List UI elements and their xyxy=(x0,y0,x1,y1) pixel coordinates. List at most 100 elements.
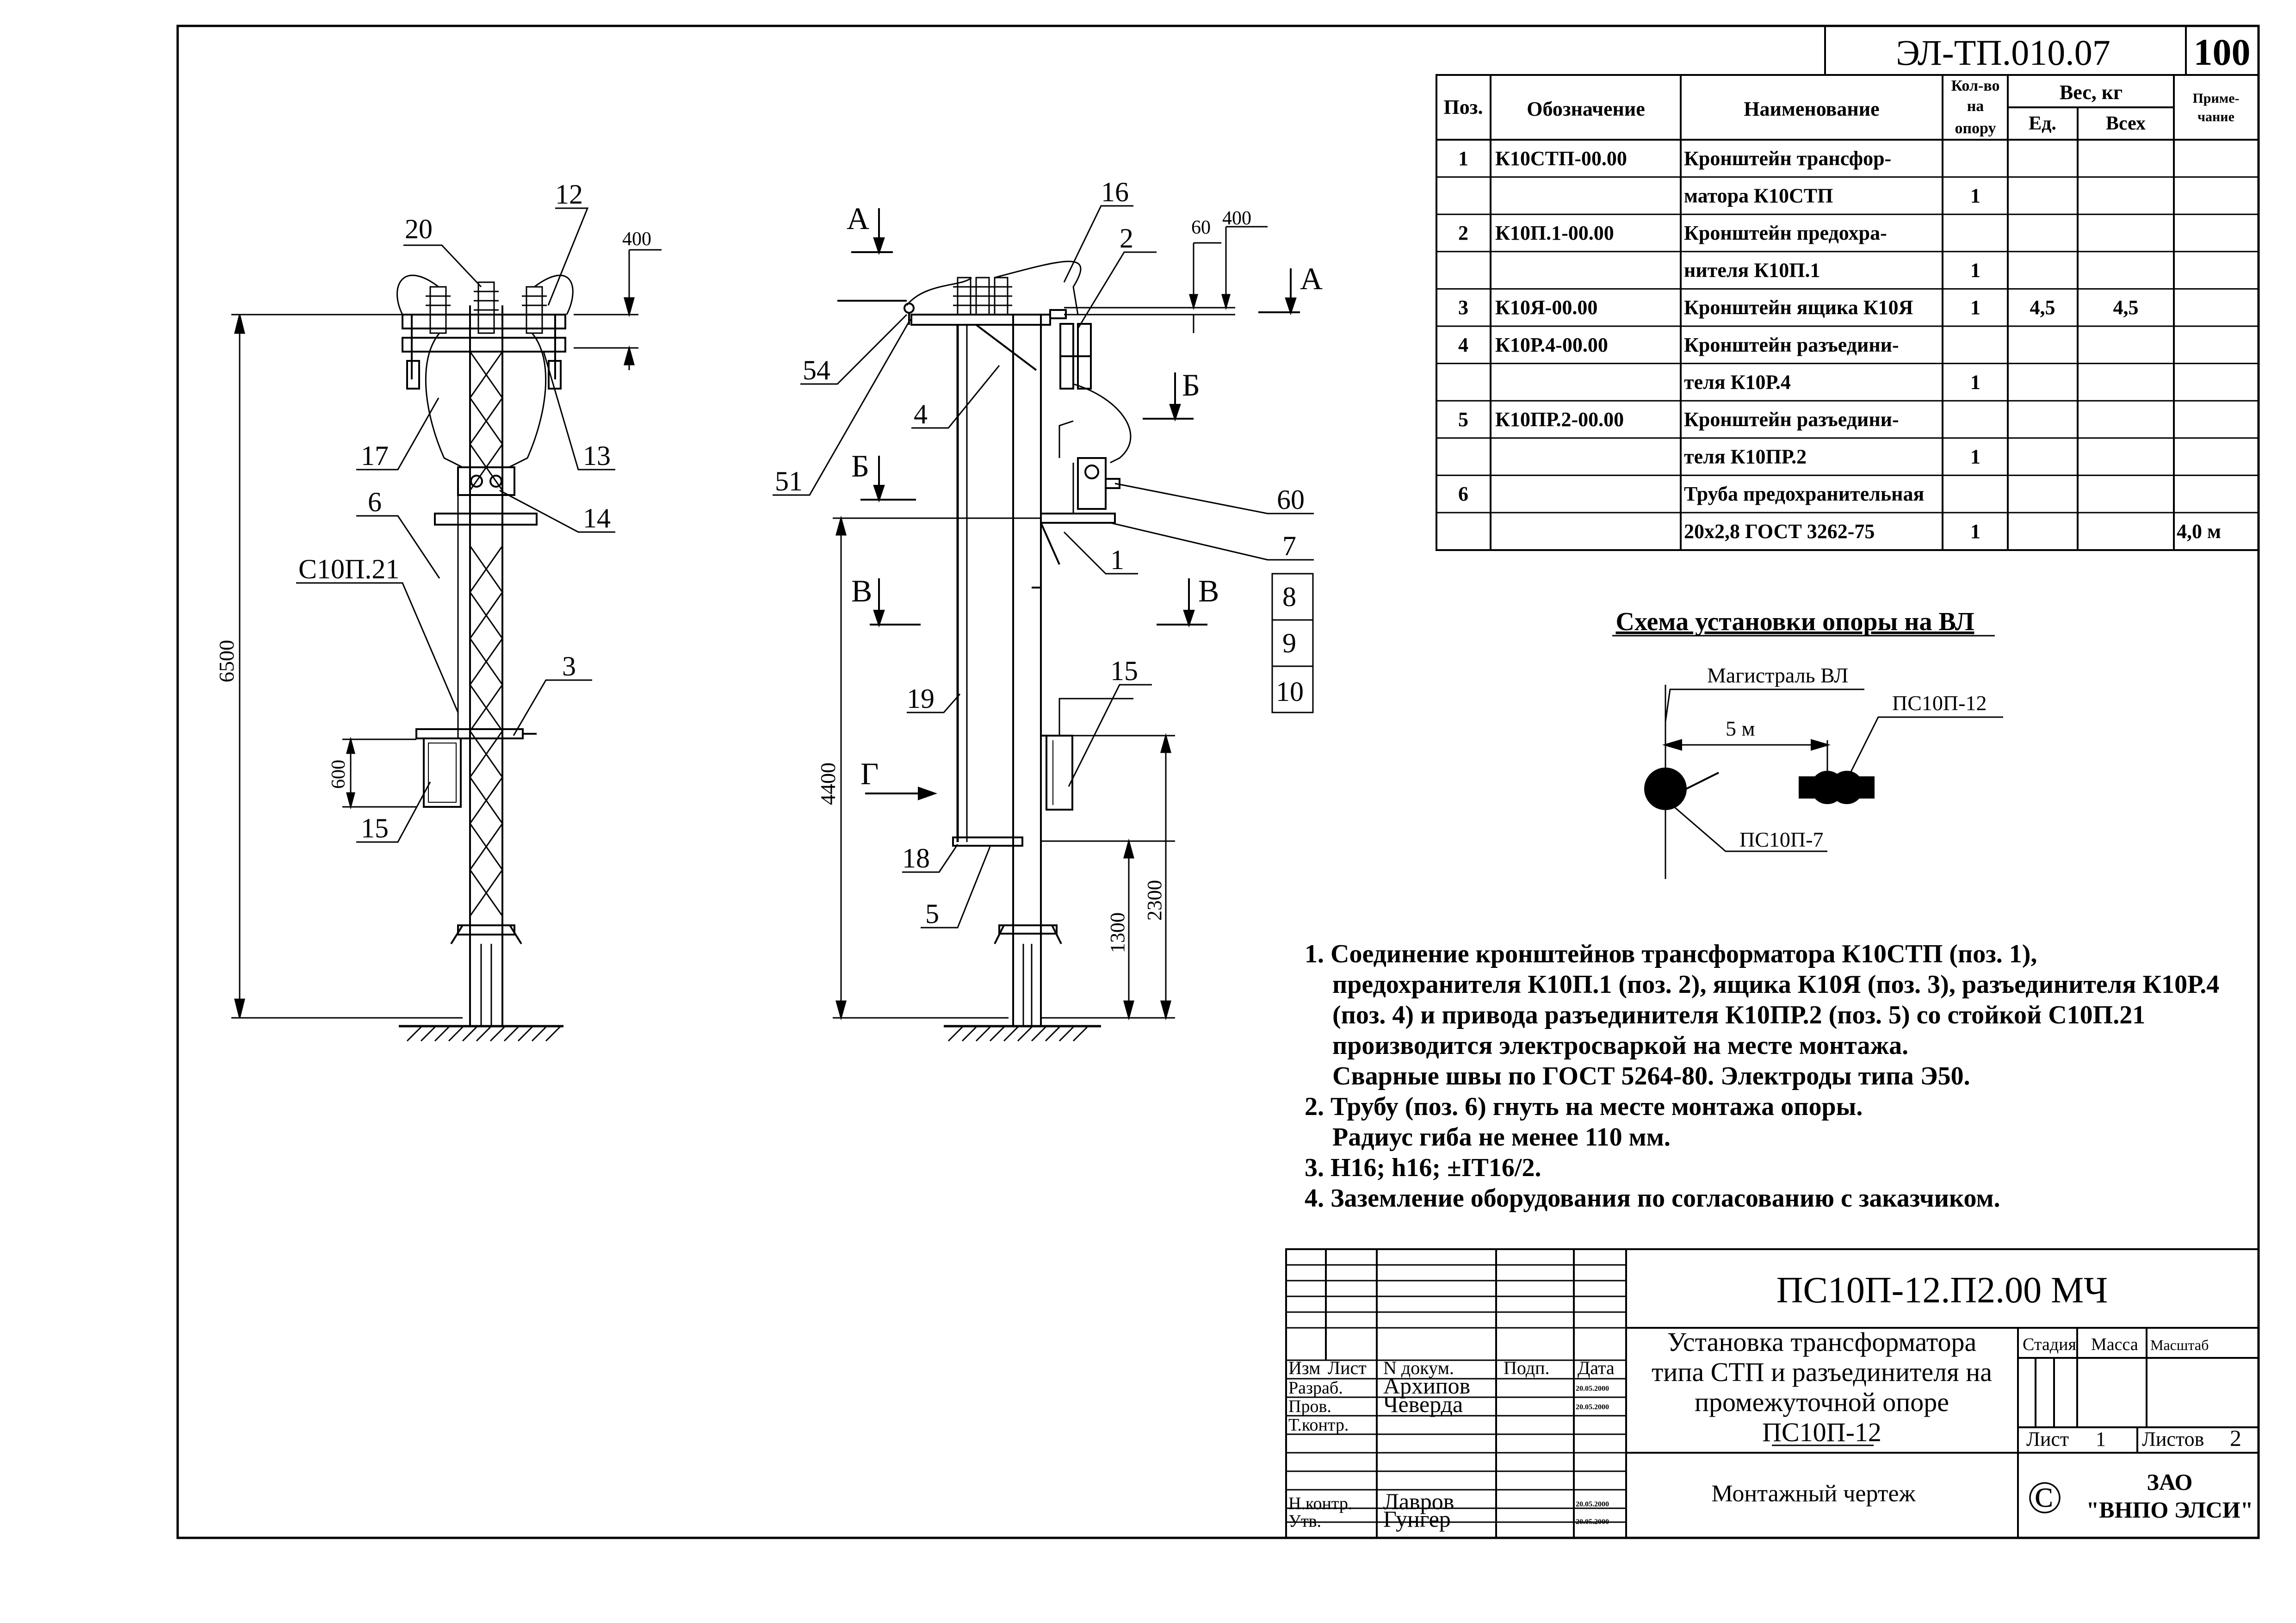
spec-cell-qty: 1 xyxy=(1970,184,1980,207)
title-block-grid xyxy=(1285,1248,2259,1539)
left-view-callouts: 20 12 17 13 14 6 С10П.21 3 15 xyxy=(298,179,611,843)
tb-stage: Стадия xyxy=(2023,1335,2076,1354)
scheme-drawing xyxy=(1644,685,2003,879)
note-line-6: 2. Трубу (поз. 6) гнуть на месте монтажа… xyxy=(1305,1092,1863,1121)
spec-cell-pos: 4 xyxy=(1458,334,1468,356)
tb-drawing-type: Монтажный чертеж xyxy=(1711,1481,1916,1507)
tb-col-list: Лист xyxy=(1328,1357,1367,1378)
dim-left-6500: 6500 xyxy=(215,640,238,682)
spec-cell-weight-total: 4,5 xyxy=(2113,296,2139,319)
section-b-left: Б xyxy=(851,448,869,483)
left-view-leaders xyxy=(296,207,615,843)
tb-title-line-1: Установка трансформатора xyxy=(1667,1327,1976,1357)
spec-cell-pos: 2 xyxy=(1458,222,1468,244)
technical-notes: 1. Соединение кронштейнов трансформатора… xyxy=(1305,940,2219,1213)
spec-table-grid xyxy=(1436,74,2259,551)
tb-name: Лавров xyxy=(1383,1488,1454,1514)
tb-date: 20.05.2000 xyxy=(1576,1403,1609,1411)
callout-15-left: 15 xyxy=(361,813,389,843)
note-line-3: (поз. 4) и привода разъединителя К10ПР.2… xyxy=(1332,1001,2145,1029)
callout-17: 17 xyxy=(361,440,389,471)
dim-right-2300: 2300 xyxy=(1143,880,1166,921)
tb-col-izm: Изм xyxy=(1288,1357,1320,1378)
section-v-left: В xyxy=(851,573,872,608)
note-line-4: производится электросваркой на месте мон… xyxy=(1332,1031,1908,1060)
spec-header-note-1: Приме- xyxy=(2192,91,2239,106)
tb-col-data: Дата xyxy=(1578,1357,1615,1378)
tb-sheets-label: Листов xyxy=(2142,1428,2204,1450)
tb-sheets: 2 xyxy=(2230,1425,2241,1451)
spec-cell-qty: 1 xyxy=(1970,446,1980,468)
tb-date: 20.05.2000 xyxy=(1576,1500,1609,1508)
spec-cell-pos: 6 xyxy=(1458,483,1468,505)
tb-role: Пров. xyxy=(1288,1397,1331,1416)
tb-col-podp: Подп. xyxy=(1504,1357,1550,1378)
spec-cell-name: Кронштейн ящика К10Я xyxy=(1684,296,1913,319)
spec-cell-qty: 1 xyxy=(1970,520,1980,543)
spec-cell-designation: К10ПР.2-00.00 xyxy=(1495,408,1624,431)
tb-stage-fields: Стадия Масса Масштаб Лист 1 Листов 2 xyxy=(2023,1335,2241,1451)
tb-col-ndoc: N докум. xyxy=(1383,1357,1454,1378)
callout-16: 16 xyxy=(1101,177,1129,207)
tb-name: Архипов xyxy=(1383,1373,1470,1399)
spec-header-qty-2: на xyxy=(1967,98,1984,115)
tb-name: Гунгер xyxy=(1383,1506,1451,1532)
callout-6: 6 xyxy=(368,487,382,517)
scheme-pole-right: ПС10П-12 xyxy=(1892,691,1987,715)
callout-15-right: 15 xyxy=(1110,656,1138,686)
callout-2: 2 xyxy=(1120,223,1133,254)
title-block-rows xyxy=(1286,1264,1626,1523)
callout-51: 51 xyxy=(775,466,803,496)
tb-name: Чеверда xyxy=(1383,1391,1463,1417)
tb-signature-row: Утв. Гунгер 20.05.2000 xyxy=(1288,1506,1609,1532)
tb-doc-number: ПС10П-12.П2.00 МЧ xyxy=(1776,1270,2108,1311)
tb-role: Утв. xyxy=(1288,1511,1321,1531)
scheme-distance: 5 м xyxy=(1726,717,1755,740)
spec-header-designation: Обозначение xyxy=(1527,98,1645,120)
tb-role: Т.контр. xyxy=(1288,1415,1349,1435)
spec-cell-qty: 1 xyxy=(1970,296,1980,319)
spec-row: матора К10СТП 1 xyxy=(1684,184,1980,207)
dim-left-600: 600 xyxy=(328,760,349,789)
spec-header-weight: Вес, кг xyxy=(2060,81,2123,104)
spec-cell-name: матора К10СТП xyxy=(1684,184,1833,207)
section-a-right: А xyxy=(1300,261,1323,296)
section-v-right: В xyxy=(1198,573,1219,608)
spec-cell-pos: 1 xyxy=(1458,147,1468,170)
left-view-dimensions xyxy=(231,249,662,1019)
spec-cell-pos: 3 xyxy=(1458,296,1468,319)
tb-date: 20.05.2000 xyxy=(1576,1518,1609,1526)
note-line-2: предохранителя К10П.1 (поз. 2), ящика К1… xyxy=(1332,970,2219,999)
callout-s10p21: С10П.21 xyxy=(298,554,399,584)
callout-13: 13 xyxy=(583,440,611,471)
section-a-left: А xyxy=(847,201,869,236)
spec-cell-pos: 5 xyxy=(1458,408,1468,431)
callout-54: 54 xyxy=(803,355,830,385)
right-side-view xyxy=(837,260,1133,1042)
tb-title: Установка трансформатора типа СТП и разъ… xyxy=(1652,1327,1992,1447)
callout-4: 4 xyxy=(914,399,928,429)
spec-table-rows xyxy=(1436,176,2259,514)
callout-20: 20 xyxy=(405,214,433,244)
tb-company-1: ЗАО xyxy=(2147,1469,2193,1495)
sheet-frame xyxy=(176,25,2260,1539)
spec-cell-note: 4,0 м xyxy=(2177,520,2221,543)
dim-left-400: 400 xyxy=(622,229,651,250)
spec-header-qty-1: Кол-во xyxy=(1951,77,1999,94)
spec-table-header: Поз. Обозначение Наименование Кол-во на … xyxy=(1444,77,2240,137)
header-page: 100 xyxy=(2194,31,2251,73)
callout-10: 10 xyxy=(1276,676,1304,707)
note-line-8: 3. Н16; h16; ±IT16/2. xyxy=(1305,1153,1541,1182)
spec-header-name: Наименование xyxy=(1744,98,1879,120)
callout-60: 60 xyxy=(1277,484,1305,515)
dim-right-4400: 4400 xyxy=(816,762,840,805)
